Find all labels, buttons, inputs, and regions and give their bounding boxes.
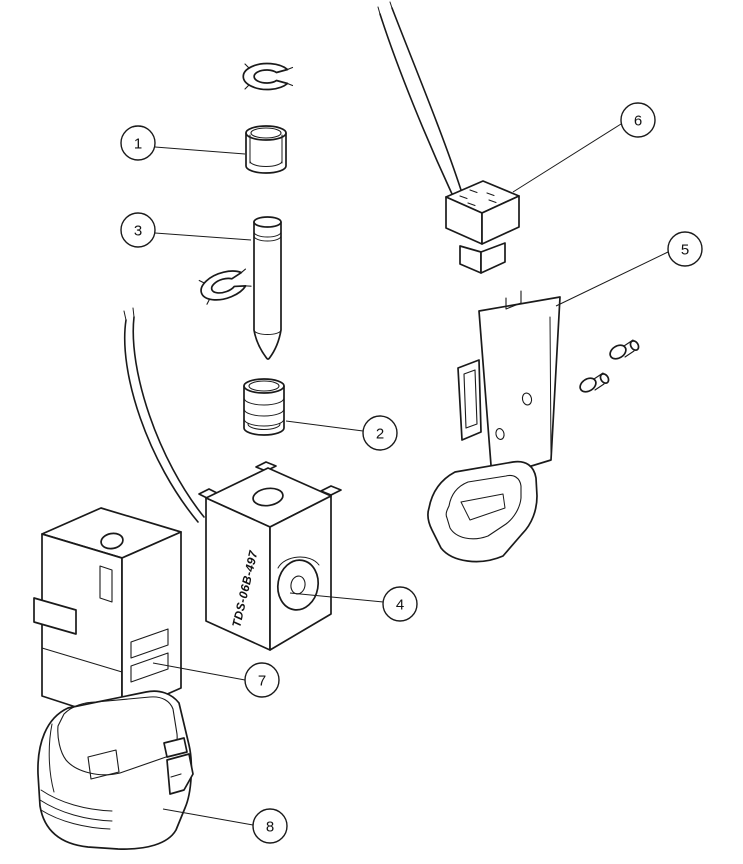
callout-2-number: 2 (376, 426, 384, 443)
callout-8: 8 (162, 808, 288, 844)
callout-6: 6 (512, 102, 656, 193)
part-1-sleeve (245, 125, 287, 174)
callout-2: 2 (285, 415, 398, 451)
callout-5: 5 (555, 231, 703, 307)
callout-1-number: 1 (134, 136, 142, 153)
part-4-solenoid-body: TDS-06B-497 (198, 461, 342, 651)
callout-4: 4 (289, 586, 418, 622)
part-8-base-boot (37, 690, 194, 850)
coil-lead-wires (123, 307, 205, 523)
callout-8-number: 8 (266, 819, 274, 836)
callout-7-number: 7 (258, 673, 266, 690)
part-2-coil-sleeve (243, 378, 285, 436)
e-clip-lower (198, 268, 252, 305)
rivet-upper (609, 339, 640, 360)
e-clip-top (242, 62, 294, 91)
part-5-bracket (427, 290, 561, 563)
part-3-plunger (253, 216, 282, 360)
callout-3: 3 (120, 212, 252, 248)
callout-3-number: 3 (134, 223, 142, 240)
callout-7: 7 (152, 662, 280, 698)
callout-6-number: 6 (634, 113, 642, 130)
part-6-connector (445, 180, 520, 274)
callout-4-number: 4 (396, 597, 404, 614)
rivet-lower (579, 372, 610, 393)
callout-1: 1 (120, 125, 246, 161)
callout-5-number: 5 (681, 242, 689, 259)
part-7-housing (33, 507, 182, 723)
connector-wires (377, 1, 462, 195)
